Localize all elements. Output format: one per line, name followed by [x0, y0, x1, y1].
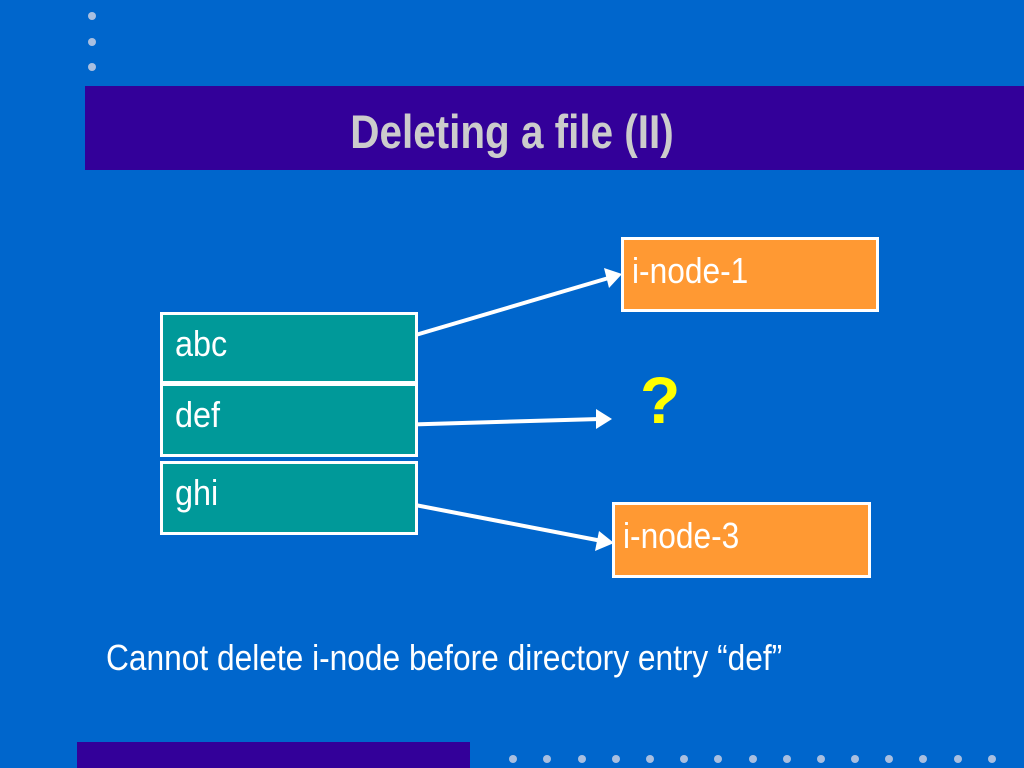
- decor-dot: [988, 755, 996, 763]
- decor-dot: [885, 755, 893, 763]
- decor-dot: [783, 755, 791, 763]
- inode-box-1: i-node-1: [621, 237, 879, 312]
- arrowhead: [596, 409, 612, 429]
- missing-inode-question-mark: ?: [640, 363, 681, 437]
- decor-dot: [88, 63, 96, 71]
- decor-dot: [817, 755, 825, 763]
- decor-dot: [88, 12, 96, 20]
- decor-dot: [851, 755, 859, 763]
- decor-dot: [919, 755, 927, 763]
- decor-dot: [646, 755, 654, 763]
- arrowhead: [595, 531, 614, 551]
- decor-dot: [680, 755, 688, 763]
- inode-label: i-node-1: [632, 250, 749, 291]
- arrowhead: [604, 268, 622, 288]
- decor-dot: [543, 755, 551, 763]
- decor-dot: [954, 755, 962, 763]
- decor-dot: [88, 38, 96, 46]
- inode-box-3: i-node-3: [612, 502, 871, 578]
- decor-dot: [749, 755, 757, 763]
- inode-label: i-node-3: [623, 515, 740, 556]
- entry-name: def: [175, 394, 221, 435]
- slide-title: Deleting a file (II): [350, 105, 674, 158]
- bottom-band: [77, 742, 470, 768]
- title-band: [85, 86, 1024, 170]
- decor-dot: [509, 755, 517, 763]
- directory-entry-def: def: [160, 383, 418, 457]
- entry-name: abc: [175, 323, 228, 364]
- decor-dot: [714, 755, 722, 763]
- directory-entry-ghi: ghi: [160, 461, 418, 535]
- decor-dot: [612, 755, 620, 763]
- entry-name: ghi: [175, 472, 219, 513]
- decor-dot: [578, 755, 586, 763]
- directory-entry-abc: abc: [160, 312, 418, 384]
- slide-caption: Cannot delete i-node before directory en…: [106, 637, 783, 678]
